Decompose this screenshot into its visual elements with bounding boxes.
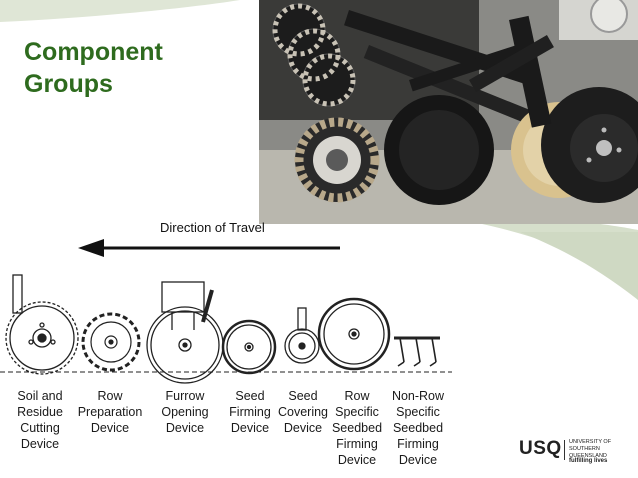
component-diagram: [0, 274, 452, 384]
coulter-drawing: [5, 274, 79, 375]
furrow-opener-drawing: [146, 281, 224, 384]
title-line-2: Groups: [24, 70, 113, 98]
direction-of-travel-label: Direction of Travel: [160, 220, 265, 235]
direction-arrow-icon: [78, 239, 340, 257]
seed-covering-drawing: [284, 307, 320, 364]
press-wheel-drawing: [317, 297, 391, 371]
seed-firming-drawing: [221, 319, 277, 375]
usq-logo: USQ UNIVERSITY OF SOUTHERN QUEENSLAND fu…: [519, 436, 629, 470]
logo-university: UNIVERSITY OF SOUTHERN QUEENSLAND: [569, 439, 612, 459]
logo-name: USQ: [519, 438, 562, 459]
row-cleaner-drawing: [81, 312, 141, 372]
harrow-tines-drawing: [394, 336, 440, 367]
planter-photo: [259, 0, 638, 224]
logo-tagline: fulfilling lives: [569, 458, 608, 464]
logo-divider: [564, 440, 565, 460]
title-line-1: Component: [24, 38, 163, 66]
slide-title: Component Groups: [24, 36, 163, 100]
